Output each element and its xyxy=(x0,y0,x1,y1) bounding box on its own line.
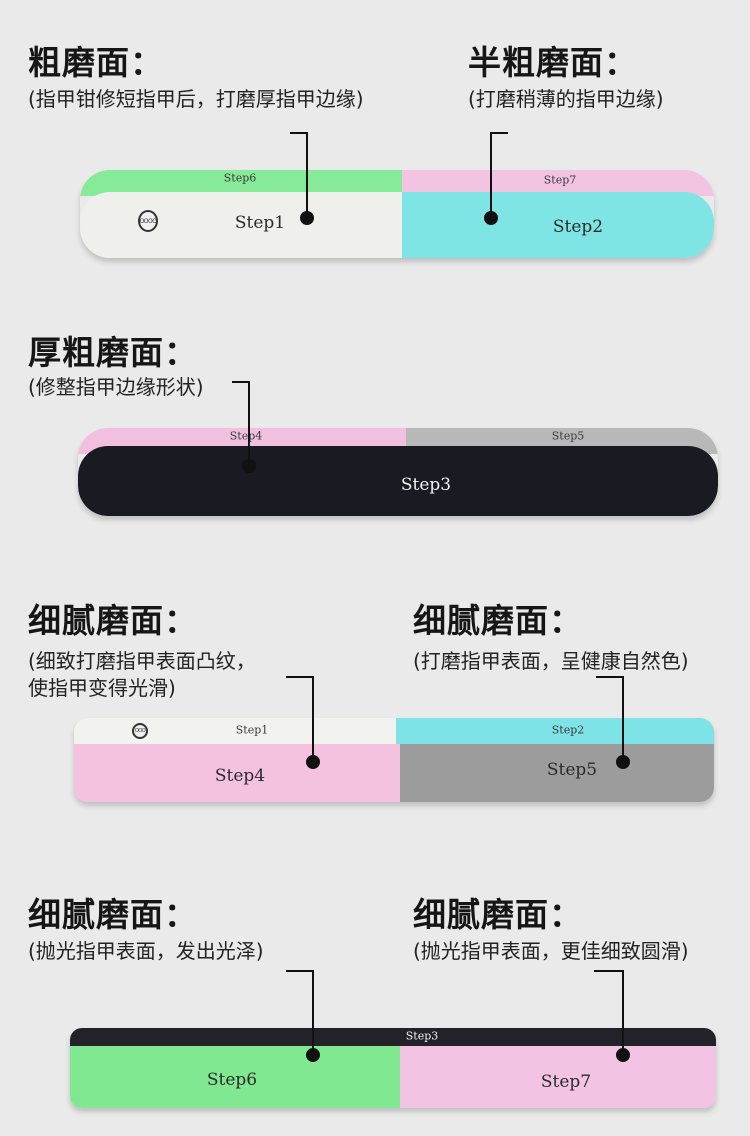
pointer-dot-step3 xyxy=(242,459,256,473)
nail-file-4: Step3 Step6 Step7 xyxy=(70,1028,716,1108)
section1-title: 粗磨面： xyxy=(28,43,164,82)
leader-line-step2 xyxy=(490,132,508,220)
nail-file-3: Step1 Step2 Step4 Step5 OOO xyxy=(74,718,714,802)
label-step6-top: Step6 xyxy=(223,171,257,185)
label-step1: Step1 xyxy=(234,213,286,233)
label-step3: Step3 xyxy=(400,475,452,495)
pointer-dot-step2 xyxy=(484,211,498,225)
face-step2-cyan xyxy=(402,192,714,258)
section6-title: 细腻磨面： xyxy=(28,895,198,934)
strip-step6-green xyxy=(80,170,402,196)
leader-line-step5 xyxy=(596,676,624,762)
strip-step7-pink xyxy=(402,170,714,196)
nail-file-2: Step4 Step5 Step3 xyxy=(78,428,718,516)
leader-line-step7 xyxy=(594,970,624,1056)
label-step6: Step6 xyxy=(206,1070,258,1090)
label-step3-top: Step3 xyxy=(405,1029,439,1043)
pointer-dot-step5 xyxy=(616,755,630,769)
section4-description: (细致打磨指甲表面凸纹， 使指甲变得光滑) xyxy=(28,648,256,702)
strip-step2-cyan xyxy=(396,718,714,746)
label-step4-top: Step4 xyxy=(229,429,263,443)
section2-title: 半粗磨面： xyxy=(468,43,638,82)
label-step7: Step7 xyxy=(540,1072,592,1092)
section4-title: 细腻磨面： xyxy=(28,601,198,640)
strip-step1-white xyxy=(74,718,396,746)
face-step4-pink xyxy=(74,744,400,802)
leader-line-step1 xyxy=(290,132,308,220)
section3-description: (修整指甲边缘形状) xyxy=(28,375,204,399)
face-step1-white xyxy=(80,192,402,258)
face-step7-pink xyxy=(400,1046,716,1108)
label-step7-top: Step7 xyxy=(543,173,577,187)
pointer-dot-step1 xyxy=(300,211,314,225)
section7-description: (抛光指甲表面，更佳细致圆滑) xyxy=(413,939,689,963)
section3-title: 厚粗磨面： xyxy=(28,333,198,372)
section7-title: 细腻磨面： xyxy=(413,895,583,934)
label-step4: Step4 xyxy=(214,766,266,786)
label-step5-top: Step5 xyxy=(551,429,585,443)
brand-logo: OOOO xyxy=(138,210,158,232)
section5-title: 细腻磨面： xyxy=(413,601,583,640)
section6-description: (抛光指甲表面，发出光泽) xyxy=(28,939,264,963)
face-step3-black xyxy=(78,446,718,516)
leader-line-step4 xyxy=(286,676,314,762)
pointer-dot-step7 xyxy=(616,1048,630,1062)
label-step2-top: Step2 xyxy=(551,723,585,737)
face-step6-green xyxy=(70,1046,400,1108)
section5-description: (打磨指甲表面，呈健康自然色) xyxy=(413,649,689,673)
section2-description: (打磨稍薄的指甲边缘) xyxy=(468,87,664,111)
pointer-dot-step6 xyxy=(306,1048,320,1062)
section1-description: (指甲钳修短指甲后，打磨厚指甲边缘) xyxy=(28,87,364,111)
label-step5: Step5 xyxy=(546,760,598,780)
section4-description-line1: (细致打磨指甲表面凸纹， xyxy=(28,649,256,673)
leader-line-step6 xyxy=(286,970,314,1056)
face-step5-gray xyxy=(400,744,714,802)
nail-file-1: Step6 Step7 Step1 Step2 OOOO xyxy=(80,170,714,258)
brand-logo-small: OOO xyxy=(132,723,148,739)
pointer-dot-step4 xyxy=(306,755,320,769)
leader-line-step3 xyxy=(232,381,250,468)
section4-description-line2: 使指甲变得光滑) xyxy=(28,676,176,700)
strip-step3-black xyxy=(70,1028,716,1048)
label-step2: Step2 xyxy=(552,217,604,237)
label-step1-top: Step1 xyxy=(235,723,269,737)
